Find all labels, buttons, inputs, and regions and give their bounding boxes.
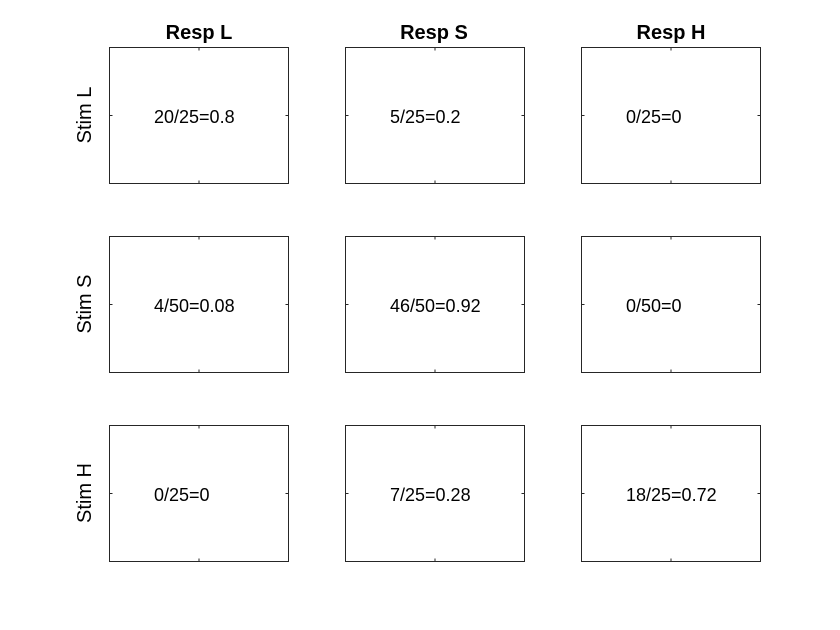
row-label-stim-h: Stim H — [74, 463, 96, 523]
panel-stim-h-resp-l: 0/25=0 — [109, 425, 289, 562]
cell-value-label: 5/25=0.2 — [390, 107, 461, 127]
cell-value-label: 46/50=0.92 — [390, 296, 481, 316]
column-title-resp-s: Resp S — [400, 22, 468, 44]
axes-box — [109, 425, 289, 562]
cell-value-label: 0/25=0 — [626, 107, 682, 127]
row-labels: Stim L Stim S Stim H — [74, 87, 96, 523]
column-titles: Resp L Resp S Resp H — [166, 22, 706, 44]
panel-stim-s-resp-l: 4/50=0.08 — [109, 236, 289, 373]
axes-box — [581, 47, 761, 184]
panel-stim-l-resp-h: 0/25=0 — [581, 47, 761, 184]
panel-stim-h-resp-s: 7/25=0.28 — [345, 425, 525, 562]
panel-stim-h-resp-h: 18/25=0.72 — [581, 425, 761, 562]
column-title-resp-l: Resp L — [166, 22, 233, 44]
cell-value-label: 18/25=0.72 — [626, 485, 717, 505]
panel-stim-l-resp-s: 5/25=0.2 — [345, 47, 525, 184]
axes-box — [345, 425, 525, 562]
row-label-stim-s: Stim S — [74, 275, 96, 334]
cell-value-label: 20/25=0.8 — [154, 107, 235, 127]
cell-value-label: 0/25=0 — [154, 485, 210, 505]
panel-stim-s-resp-s: 46/50=0.92 — [345, 236, 525, 373]
cell-value-label: 7/25=0.28 — [390, 485, 471, 505]
axes-box — [345, 236, 525, 373]
cell-value-label: 4/50=0.08 — [154, 296, 235, 316]
cell-value-label: 0/50=0 — [626, 296, 682, 316]
panel-stim-s-resp-h: 0/50=0 — [581, 236, 761, 373]
panel-grid: 20/25=0.8 5/25=0.2 0/25=0 4/50=0.08 46/50=0.… — [109, 47, 761, 562]
row-label-stim-l: Stim L — [74, 87, 96, 144]
axes-box — [109, 47, 289, 184]
panel-stim-l-resp-l: 20/25=0.8 — [109, 47, 289, 184]
column-title-resp-h: Resp H — [637, 22, 706, 44]
